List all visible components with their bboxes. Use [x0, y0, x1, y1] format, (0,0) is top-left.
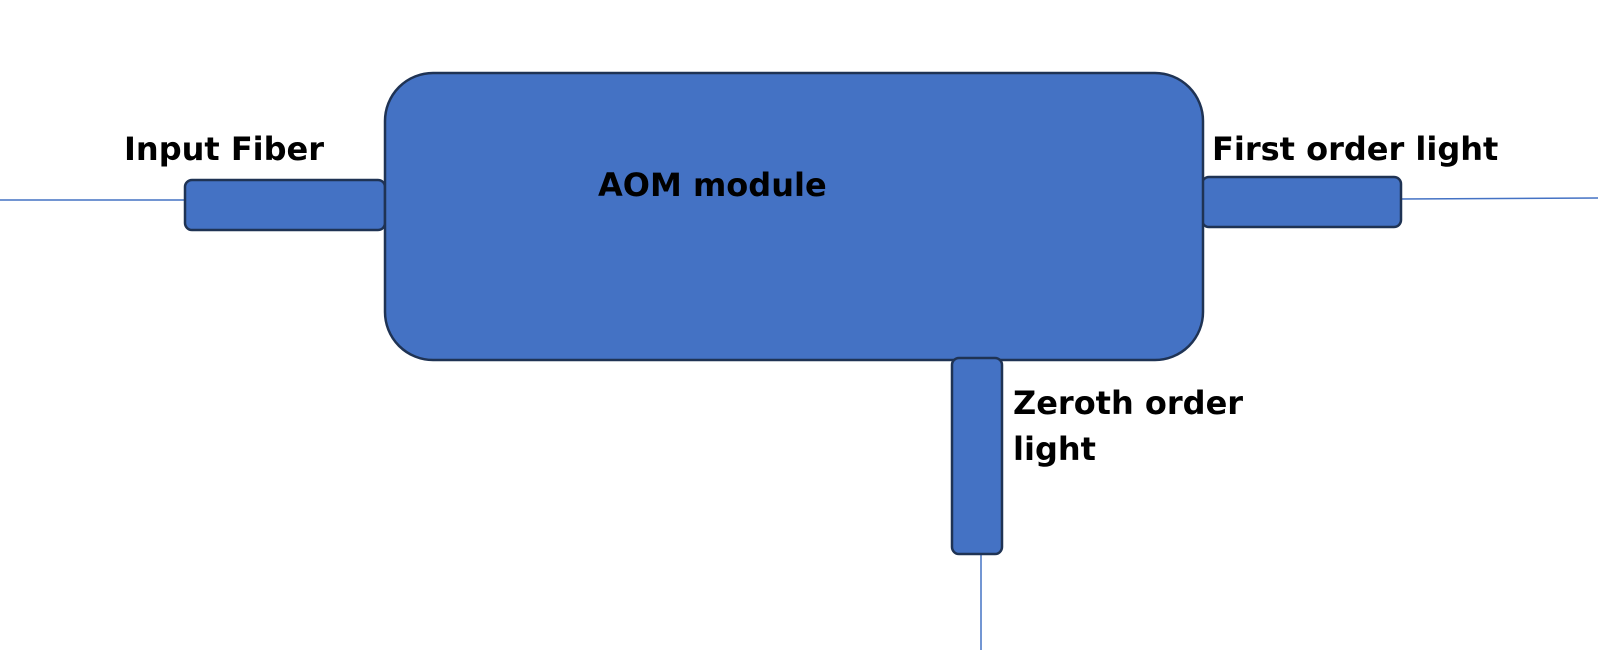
aom-module-label: AOM module	[598, 166, 827, 204]
zeroth-order-light-label: Zeroth order light	[1013, 380, 1243, 472]
input-fiber-label: Input Fiber	[124, 130, 325, 168]
first-order-port	[1200, 175, 1403, 229]
aom-module-body	[383, 71, 1205, 362]
first-order-light-label: First order light	[1212, 130, 1499, 168]
zeroth-order-label-line1: Zeroth order	[1013, 384, 1244, 422]
zeroth-order-port	[950, 356, 1004, 556]
first-order-beam-line	[1399, 197, 1598, 200]
zeroth-order-label-line2: light	[1013, 430, 1096, 468]
input-fiber-port	[183, 178, 387, 232]
